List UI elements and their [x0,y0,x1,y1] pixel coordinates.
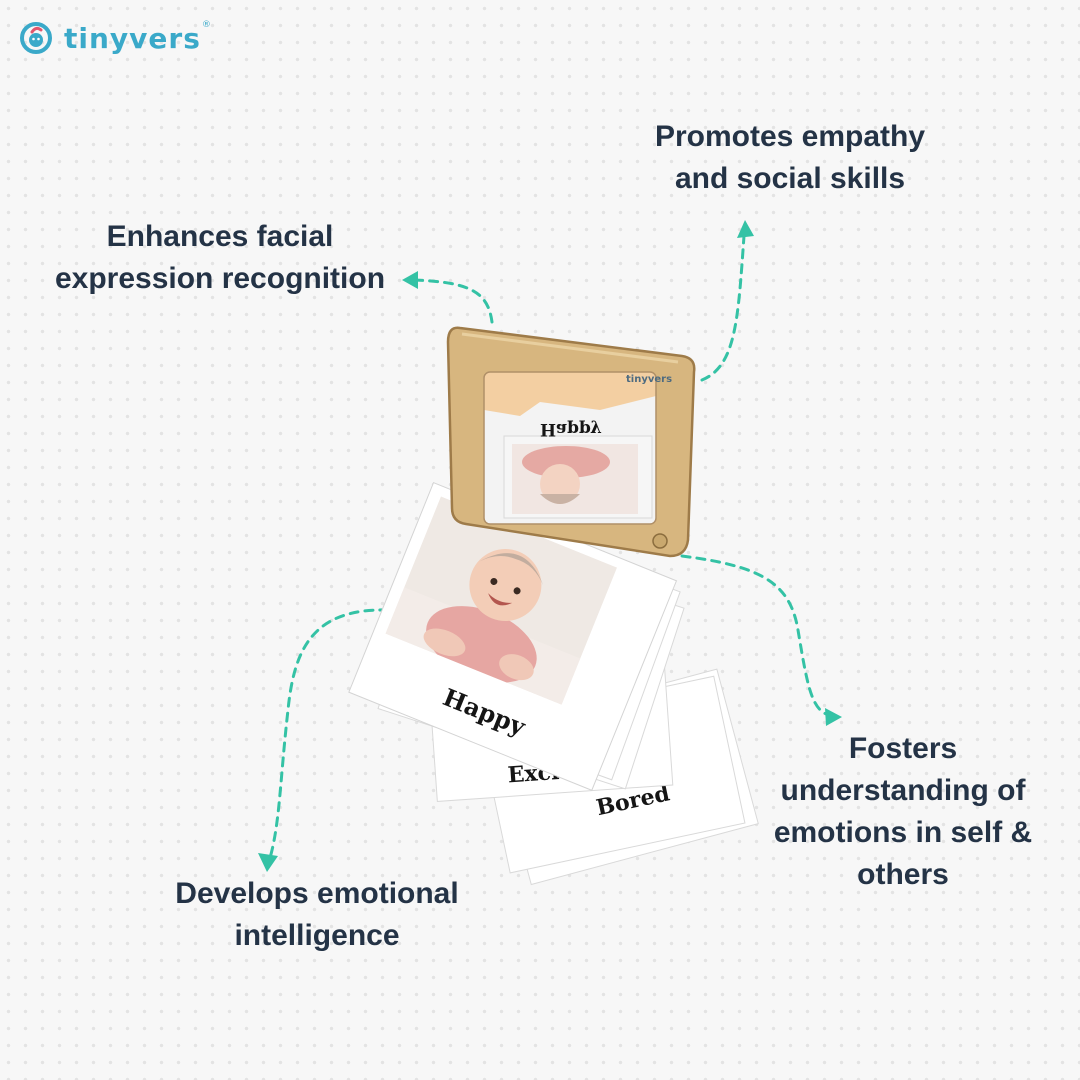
feature-line: others [857,858,949,891]
arrowhead-bottom-left [258,853,278,872]
brand-logo: tinyvers ® [18,20,211,56]
feature-facial-expression: Enhances facial expression recognition [40,216,400,300]
brand-logo-icon [20,22,52,54]
feature-line: and social skills [674,162,906,195]
frame-screw-icon [652,533,668,549]
feature-understanding-emotions: Fosters understanding of emotions in sel… [762,728,1044,896]
arrowhead-top-left [402,271,418,289]
feature-line: expression recognition [54,262,386,295]
feature-line: Promotes empathy [654,120,926,153]
brand-name: tinyvers [64,21,201,55]
feature-line: Enhances facial [106,220,334,253]
feature-emotional-intelligence: Develops emotional intelligence [154,873,480,957]
brand-reg-mark: ® [201,20,211,30]
card-stack: Bored Excited [348,481,759,886]
arrow-bottom-left [268,608,390,860]
feature-empathy: Promotes empathy and social skills [630,116,950,200]
arrow-top-left [412,278,494,324]
frame-print-logo: tinyvers [626,374,672,385]
feature-line: understanding of [780,774,1026,807]
feature-line: Develops emotional [175,877,459,910]
arrow-bottom-right [680,554,834,718]
mirror-frame: Happy tinyvers [446,326,696,558]
mirror-word: Happy [540,419,602,439]
mirror-baby-reflection [512,444,638,514]
arrowhead-bottom-right [825,708,842,726]
arrow-top-right [700,234,746,382]
feature-line: emotions in self & [773,816,1033,849]
feature-line: intelligence [234,919,400,952]
feature-line: Fosters [848,732,958,765]
arrowhead-top-right [737,220,754,238]
